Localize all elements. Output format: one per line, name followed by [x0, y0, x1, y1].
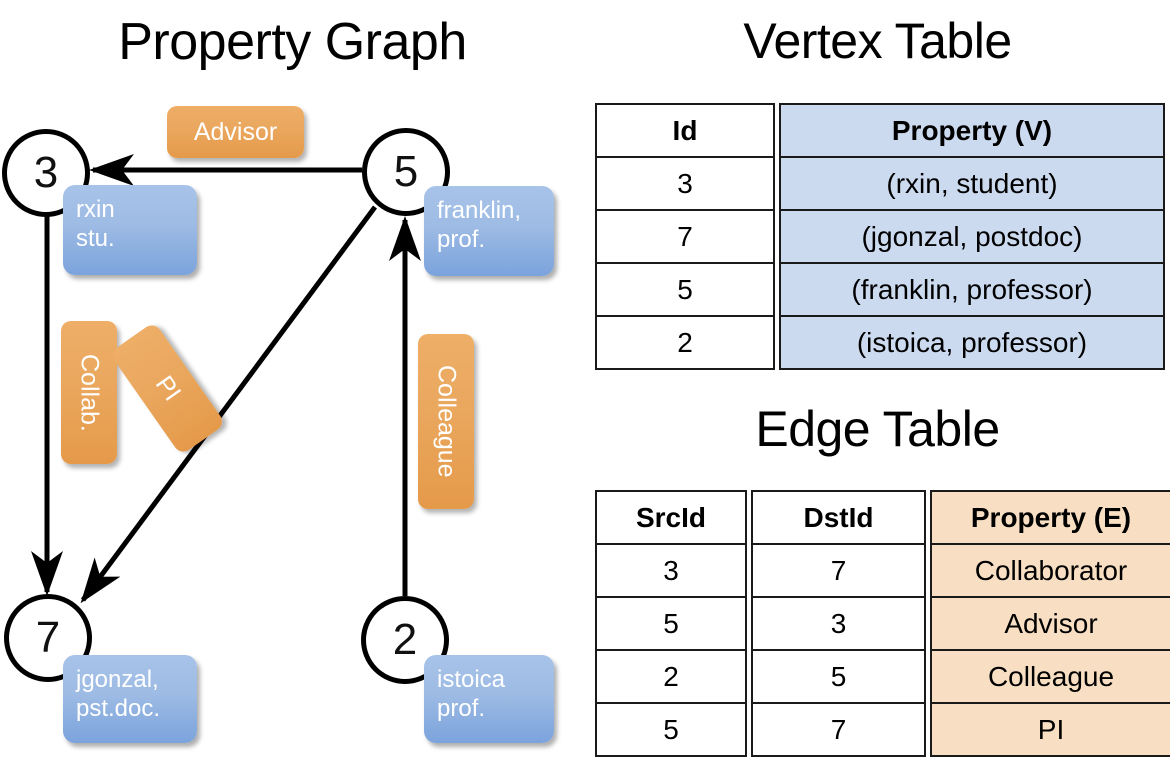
table-cell: PI: [930, 702, 1170, 757]
edge-label-colleague-text: Colleague: [432, 365, 461, 478]
table-cell: 5: [595, 702, 747, 757]
edge-label-pi-text: PI: [149, 370, 187, 406]
node-property-box-istoica[interactable]: istoica prof.: [424, 655, 554, 743]
edge-label-colleague[interactable]: Colleague: [418, 334, 474, 509]
node-property-box-rxin[interactable]: rxin stu.: [63, 185, 197, 275]
table-cell: 2: [595, 315, 775, 370]
table-cell: 3: [751, 596, 926, 651]
table-cell: Advisor: [930, 596, 1170, 651]
vertex-table-column-property: Property (V) (rxin, student) (jgonzal, p…: [779, 103, 1165, 370]
vertex-table-column-id: Id 3 7 5 2: [595, 103, 775, 370]
property-graph-diagram: 3 5 7 2 rxin stu. franklin, prof. jgonza…: [2, 106, 554, 743]
table-cell: Collaborator: [930, 543, 1170, 598]
edge-table-column-srcid: SrcId 3 5 2 5: [595, 490, 747, 757]
edge-table: SrcId 3 5 2 5 DstId 7 3 5 7 Property (E)…: [595, 490, 1170, 757]
node-property-line-1: franklin,: [437, 197, 522, 224]
table-cell: Colleague: [930, 649, 1170, 704]
table-cell: 7: [751, 543, 926, 598]
edge-table-header-srcid: SrcId: [595, 490, 747, 545]
graph-node-5[interactable]: 5: [362, 128, 450, 216]
edge-5-to-7: [80, 205, 378, 604]
graph-edges-svg: [31, 154, 421, 604]
vertex-table-header-property: Property (V): [779, 103, 1165, 158]
graph-node-2[interactable]: 2: [361, 596, 449, 684]
table-cell: 7: [595, 209, 775, 264]
node-property-line-1: istoica: [437, 666, 506, 693]
node-property-box-franklin[interactable]: franklin, prof.: [424, 186, 554, 276]
page-title-vertex-table: Vertex Table: [743, 13, 1012, 69]
graph-node-5-label: 5: [393, 147, 419, 196]
node-property-line-1: jgonzal,: [76, 666, 159, 693]
graph-node-2-label: 2: [392, 615, 418, 664]
node-property-line-1: rxin: [76, 196, 115, 223]
table-cell: 5: [595, 262, 775, 317]
edge-table-column-property: Property (E) Collaborator Advisor Collea…: [930, 490, 1170, 757]
vertex-table-header-id: Id: [595, 103, 775, 158]
table-cell: (rxin, student): [779, 156, 1165, 211]
edge-label-advisor-text: Advisor: [193, 117, 278, 146]
table-cell: 7: [751, 702, 926, 757]
edge-table-header-property: Property (E): [930, 490, 1170, 545]
table-cell: 2: [595, 649, 747, 704]
node-property-line-2: prof.: [437, 226, 486, 254]
graph-node-3-label: 3: [33, 148, 59, 197]
edge-label-collab[interactable]: Collab.: [61, 321, 117, 464]
table-cell: 5: [751, 649, 926, 704]
page-title-property-graph: Property Graph: [118, 13, 467, 71]
table-cell: (franklin, professor): [779, 262, 1165, 317]
table-cell: (jgonzal, postdoc): [779, 209, 1165, 264]
table-cell: 5: [595, 596, 747, 651]
edge-label-collab-text: Collab.: [75, 353, 104, 432]
table-cell: (istoica, professor): [779, 315, 1165, 370]
edge-label-advisor[interactable]: Advisor: [167, 106, 304, 158]
node-property-box-jgonzal[interactable]: jgonzal, pst.doc.: [63, 655, 197, 743]
node-property-line-2: pst.doc.: [76, 695, 161, 723]
edge-table-column-dstid: DstId 7 3 5 7: [751, 490, 926, 757]
node-property-line-2: prof.: [437, 695, 486, 723]
table-cell: 3: [595, 543, 747, 598]
table-cell: 3: [595, 156, 775, 211]
vertex-table: Id 3 7 5 2 Property (V) (rxin, student) …: [595, 103, 1165, 370]
edge-table-header-dstid: DstId: [751, 490, 926, 545]
page-title-edge-table: Edge Table: [755, 401, 1000, 457]
graph-node-7-label: 7: [35, 613, 61, 662]
node-property-line-2: stu.: [76, 225, 115, 253]
